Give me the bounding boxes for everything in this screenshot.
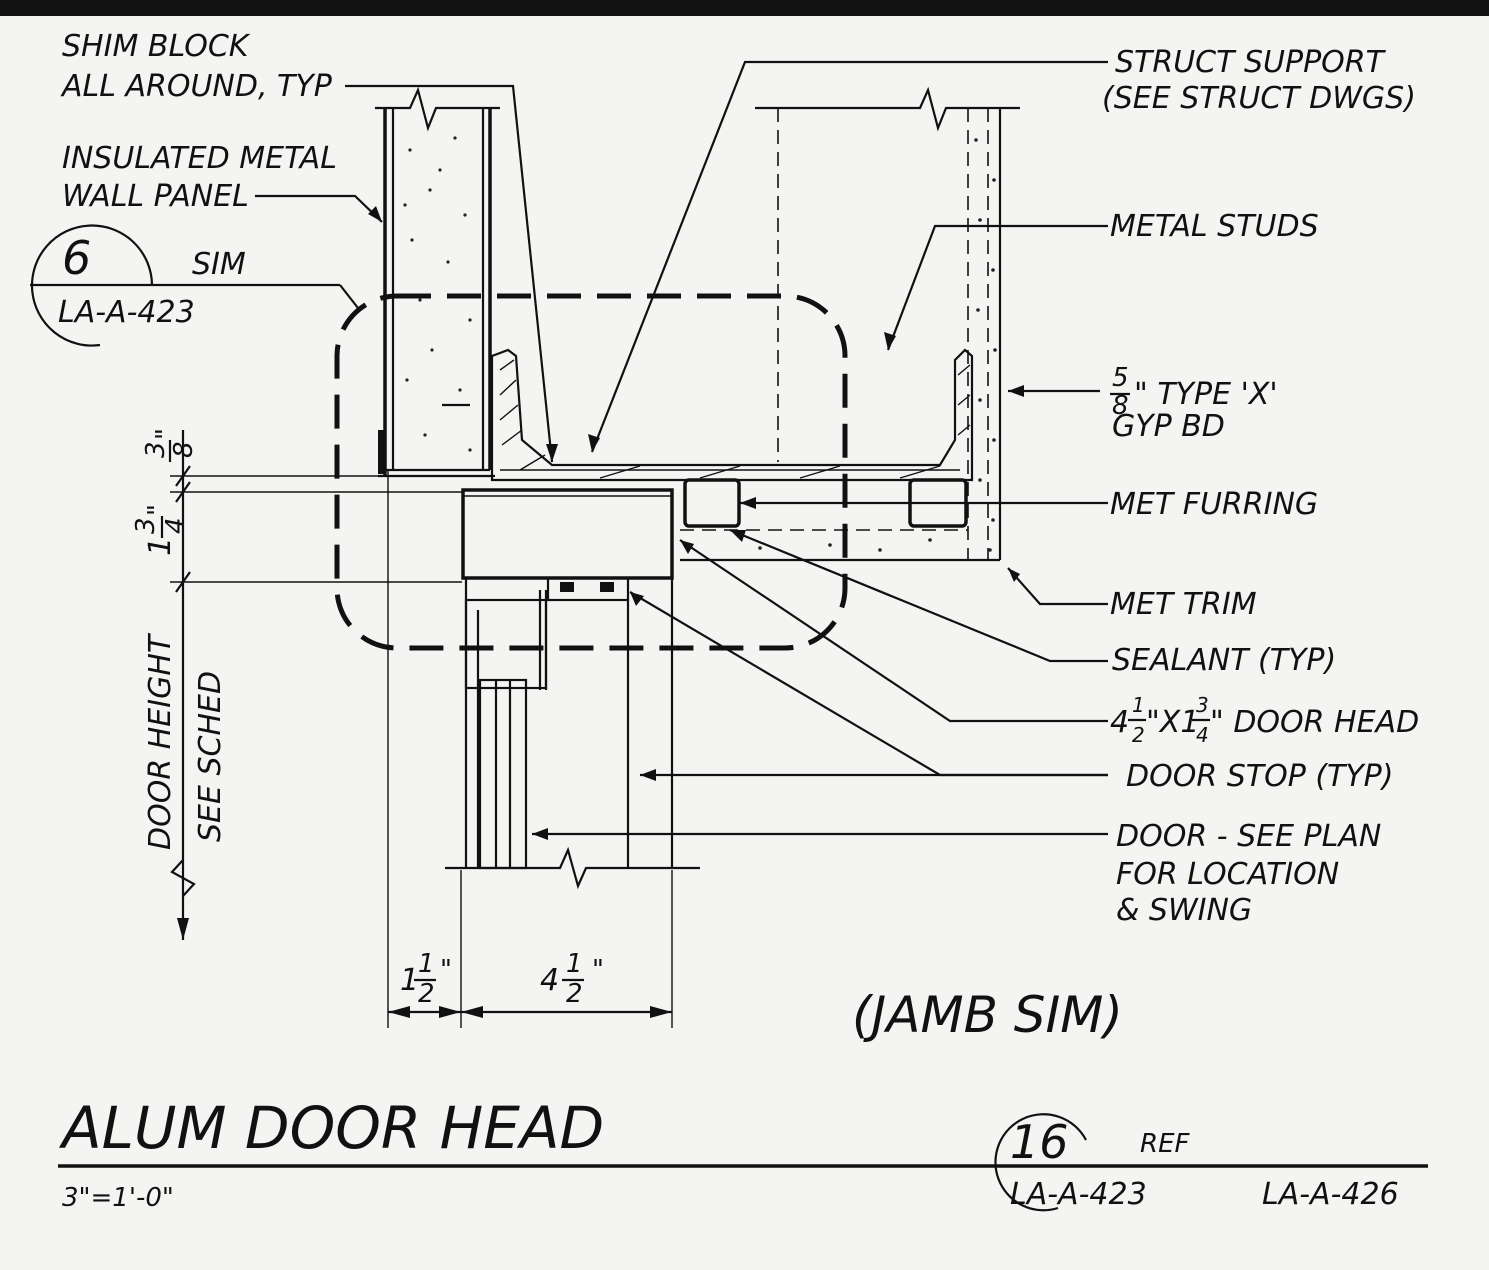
svg-text:2: 2 [566, 979, 583, 1009]
label-gyp-1: " TYPE 'X' [1134, 377, 1278, 412]
svg-text:2: 2 [418, 979, 435, 1009]
door-head-frame [445, 488, 700, 890]
svg-text:LA-A-423: LA-A-423 [58, 295, 195, 330]
insulated-metal-wall-panel [375, 86, 500, 478]
dim-3-8: 3 8 " [141, 428, 199, 462]
break-line-panel [375, 86, 500, 132]
svg-text:" DOOR HEAD: " DOOR HEAD [1210, 705, 1419, 740]
svg-text:4: 4 [1110, 705, 1129, 740]
svg-text:3: 3 [131, 517, 161, 534]
svg-text:4: 4 [540, 963, 559, 998]
label-struct-2: (SEE STRUCT DWGS) [1102, 81, 1416, 116]
svg-text:DOOR HEIGHT: DOOR HEIGHT [143, 632, 178, 850]
label-furring: MET FURRING [1110, 487, 1318, 522]
detail-ref-top: 6 SIM LA-A-423 [30, 224, 359, 347]
label-panel-2: WALL PANEL [62, 179, 249, 214]
label-door-2: FOR LOCATION [1116, 857, 1339, 892]
svg-text:6: 6 [62, 231, 91, 285]
label-trim: MET TRIM [1110, 587, 1257, 622]
door-leaf [478, 678, 528, 870]
metal-studs-hidden [680, 86, 1020, 562]
label-gyp-den: 8 [1112, 391, 1129, 421]
svg-text:LA-A-426: LA-A-426 [1262, 1177, 1399, 1212]
detail-ref-bottom: 16 REF LA-A-423 LA-A-426 [994, 1113, 1399, 1212]
svg-text:1: 1 [1132, 693, 1145, 717]
svg-text:1: 1 [418, 949, 435, 979]
svg-text:": " [143, 504, 173, 516]
label-gyp-2: GYP BD [1112, 409, 1225, 444]
svg-text:": " [440, 955, 452, 985]
svg-text:": " [151, 428, 181, 440]
svg-text:1: 1 [566, 949, 583, 979]
svg-text:3: 3 [141, 441, 171, 458]
label-door-stop: DOOR STOP (TYP) [1126, 759, 1393, 794]
detail-title: ALUM DOOR HEAD [58, 1094, 604, 1162]
detail-boundary [334, 293, 848, 651]
svg-text:16: 16 [1010, 1115, 1069, 1169]
dimension-lines [170, 430, 673, 1028]
label-door-3: & SWING [1116, 893, 1252, 928]
svg-text:SEE SCHED: SEE SCHED [193, 671, 228, 842]
label-gyp-num: 5 [1112, 363, 1129, 393]
svg-text:4: 4 [161, 517, 191, 534]
labels: SHIM BLOCK ALL AROUND, TYP INSULATED MET… [60, 29, 1419, 928]
break-line-door [445, 846, 700, 890]
svg-text:3: 3 [1196, 693, 1209, 717]
label-panel-1: INSULATED METAL [62, 141, 337, 176]
label-door-1: DOOR - SEE PLAN [1116, 819, 1381, 854]
leader-lines [255, 60, 1108, 836]
svg-text:LA-A-423: LA-A-423 [1010, 1177, 1147, 1212]
gypsum-board [758, 108, 1002, 560]
svg-text:8: 8 [169, 441, 199, 458]
door-stop [546, 576, 630, 602]
svg-text:SIM: SIM [192, 247, 246, 282]
dim-1-3-4: 1 3 4 " [131, 504, 191, 556]
svg-text:"X1: "X1 [1146, 705, 1199, 740]
label-struct-1: STRUCT SUPPORT [1115, 45, 1387, 80]
struct-support-channel [490, 348, 974, 482]
label-door-head: 4 1 2 "X1 3 4 " DOOR HEAD [1110, 693, 1419, 747]
svg-text:1: 1 [400, 963, 419, 998]
label-shim-1: SHIM BLOCK [62, 29, 251, 64]
label-studs: METAL STUDS [1110, 209, 1319, 244]
detail-scale: 3"=1'-0" [62, 1183, 174, 1213]
svg-text:4: 4 [1196, 723, 1209, 747]
dim-4-1-2: 4 1 2 " [540, 949, 604, 1009]
dim-door-height: DOOR HEIGHT SEE SCHED [143, 632, 228, 850]
note-jamb-sim: (JAMB SIM) [852, 986, 1123, 1044]
sheet-border-top [0, 0, 1489, 16]
label-sealant: SEALANT (TYP) [1112, 643, 1336, 678]
svg-text:REF: REF [1140, 1129, 1190, 1159]
svg-text:1: 1 [143, 537, 178, 556]
svg-text:2: 2 [1132, 723, 1145, 747]
break-line-studs [755, 86, 1020, 132]
label-shim-2: ALL AROUND, TYP [60, 69, 333, 104]
svg-text:": " [592, 955, 604, 985]
dim-1-1-2: 1 1 2 " [400, 949, 452, 1009]
